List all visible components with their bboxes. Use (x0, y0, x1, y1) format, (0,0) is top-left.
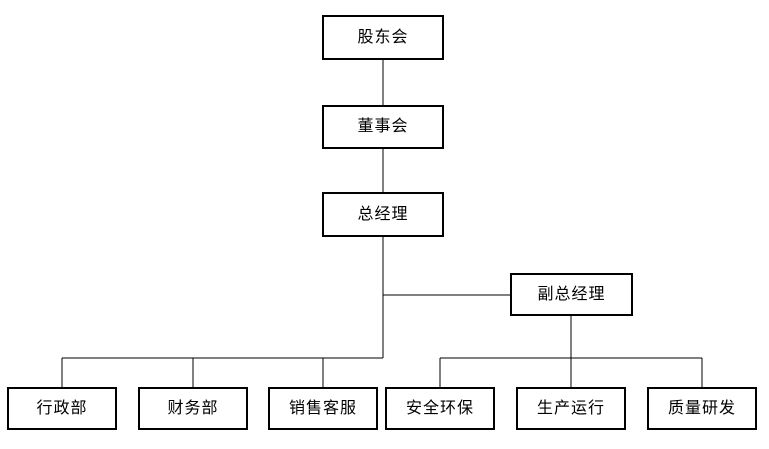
node-board-of-directors: 董事会 (322, 105, 444, 149)
node-production-dept: 生产运行 (516, 387, 626, 430)
node-safety-env-dept: 安全环保 (385, 387, 495, 430)
node-quality-rd-dept: 质量研发 (647, 387, 757, 430)
node-finance-dept: 财务部 (138, 387, 248, 430)
node-sales-service-dept: 销售客服 (268, 387, 378, 430)
node-deputy-general-manager: 副总经理 (510, 273, 633, 316)
node-admin-dept: 行政部 (7, 387, 117, 430)
node-general-manager: 总经理 (322, 192, 444, 237)
node-shareholders: 股东会 (322, 15, 444, 60)
